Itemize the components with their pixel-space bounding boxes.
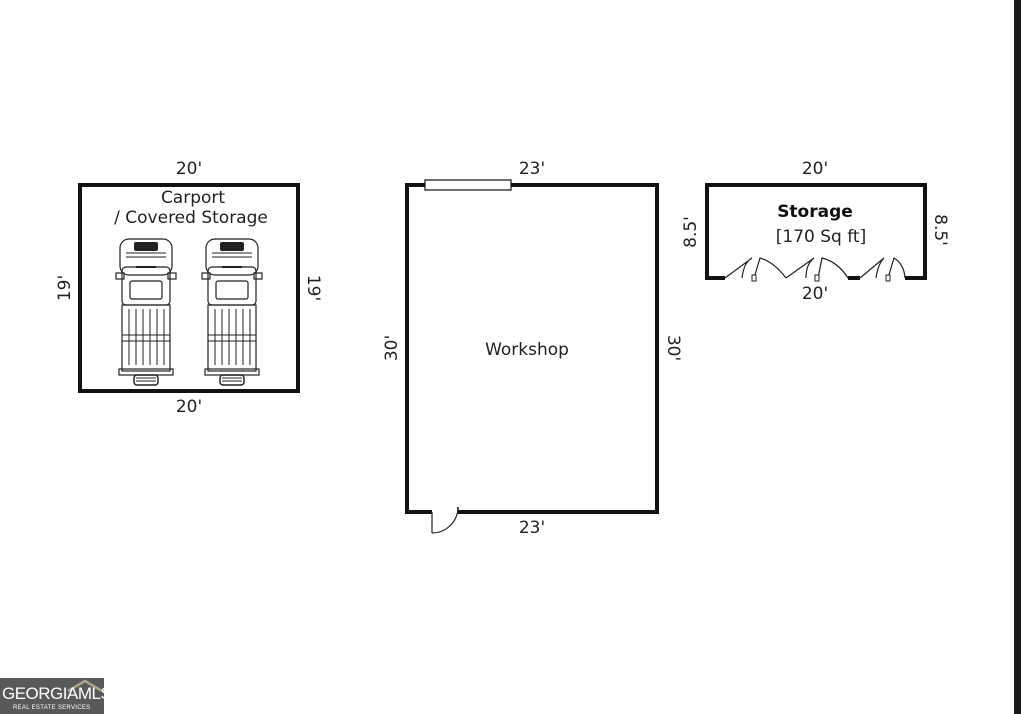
door-icon xyxy=(431,506,459,534)
storage-room: Storage [170 Sq ft] 20' 20' 8.5' 8.5' xyxy=(681,159,950,304)
vehicle-icon xyxy=(115,238,177,386)
georgia-mls-logo: GEORGIAMLS REAL ESTATE SERVICES xyxy=(0,678,112,714)
storage-label: Storage xyxy=(777,202,853,222)
workshop-room: Workshop 23' 23' 30' 30' xyxy=(382,159,683,538)
storage-dim-right: 8.5' xyxy=(930,214,950,246)
storage-dim-bottom: 20' xyxy=(802,284,828,304)
storage-walls xyxy=(705,183,927,278)
carport-dim-top: 20' xyxy=(176,159,202,179)
window-icon xyxy=(424,179,512,191)
page-edge-bar xyxy=(1014,0,1021,714)
workshop-dim-top: 23' xyxy=(519,159,545,179)
logo-brand: GEORGIAMLS xyxy=(2,684,112,703)
carport-label-line2: / Covered Storage xyxy=(114,208,268,228)
vehicle-icon xyxy=(201,238,263,386)
bifold-door-icon xyxy=(859,257,906,282)
logo-tagline: REAL ESTATE SERVICES xyxy=(13,705,91,711)
workshop-dim-left: 30' xyxy=(382,335,402,361)
carport-label-line1: Carport xyxy=(161,188,225,208)
bifold-door-icon xyxy=(724,257,849,282)
storage-dim-top: 20' xyxy=(802,159,828,179)
carport-room: Carport / Covered Storage 20' 20' 19' 19… xyxy=(55,159,323,417)
carport-dim-bottom: 20' xyxy=(176,397,202,417)
workshop-label: Workshop xyxy=(485,340,569,360)
carport-walls xyxy=(78,183,300,393)
carport-dim-left: 19' xyxy=(55,275,75,301)
roof-icon xyxy=(67,679,103,692)
carport-dim-right: 19' xyxy=(303,275,323,301)
storage-dim-left: 8.5' xyxy=(681,216,701,248)
workshop-walls xyxy=(405,183,659,514)
workshop-dim-right: 30' xyxy=(663,335,683,361)
workshop-dim-bottom: 23' xyxy=(519,518,545,538)
storage-area: [170 Sq ft] xyxy=(776,227,866,247)
